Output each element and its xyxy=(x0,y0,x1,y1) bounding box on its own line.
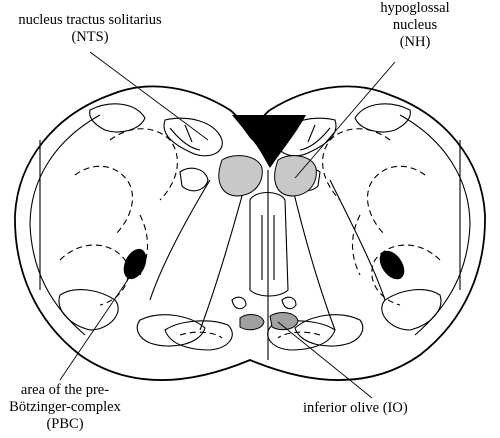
dashed-tract-left-1 xyxy=(109,128,178,201)
dashed-tract-right-2 xyxy=(367,165,426,236)
leader-nh xyxy=(294,61,396,179)
compartment-left-b xyxy=(179,167,209,192)
olive-small-left xyxy=(231,296,247,310)
label-pbc: area of the pre- Bötzinger-complex (PBC) xyxy=(0,382,130,433)
median-structure xyxy=(249,191,289,297)
label-nh: hypoglossal nucleus (NH) xyxy=(365,0,465,51)
label-pbc-line3: (PBC) xyxy=(46,416,84,432)
dashed-tract-left-4 xyxy=(139,214,148,276)
nts-outline-right xyxy=(299,124,331,151)
fourth-ventricle-floor xyxy=(232,115,306,168)
dorsal-lobe-right xyxy=(277,117,337,157)
label-pbc-line1: area of the pre- xyxy=(20,382,110,398)
compartment-right-c xyxy=(381,289,442,331)
dashed-tract-right-1 xyxy=(322,128,391,201)
compartment-left-a xyxy=(89,103,146,133)
inferior-olive-right xyxy=(269,312,299,331)
compartment-right-a xyxy=(354,103,411,133)
label-pbc-line2: Bötzinger-complex xyxy=(9,399,121,415)
leader-pbc xyxy=(59,271,134,381)
dashed-tract-left-2 xyxy=(74,165,133,236)
olive-outline-right xyxy=(267,320,336,351)
leader-nts xyxy=(89,51,209,141)
compartment-right-d xyxy=(294,314,364,347)
olive-outline-left xyxy=(164,320,233,351)
inner-rim-right xyxy=(399,114,471,336)
hypoglossal-nucleus-left xyxy=(218,155,263,197)
pbc-right xyxy=(379,250,405,280)
medulla-outline xyxy=(14,85,486,381)
olive-small-right xyxy=(281,296,297,310)
nts-outline-left xyxy=(169,124,201,151)
label-nh-line2: nucleus xyxy=(392,17,438,33)
label-nh-line3: (NH) xyxy=(399,34,431,50)
olive-folds xyxy=(179,331,321,339)
label-nh-line1: hypoglossal xyxy=(380,0,450,16)
dorsal-lobe-left xyxy=(163,117,223,157)
dashed-tract-right-4 xyxy=(352,214,361,276)
inferior-olive-left xyxy=(239,314,265,331)
dashed-tract-left-3 xyxy=(59,244,129,306)
label-nts-line1: nucleus tractus solitarius xyxy=(18,12,162,28)
ventral-right xyxy=(291,179,386,331)
hypoglossal-nucleus-right xyxy=(274,155,317,197)
label-io-text: inferior olive (IO) xyxy=(303,400,408,416)
leader-io xyxy=(277,321,373,399)
compartment-left-c xyxy=(58,289,119,331)
label-io: inferior olive (IO) xyxy=(303,400,408,417)
pbc-left xyxy=(123,248,147,280)
inner-rim xyxy=(29,114,101,336)
label-nts: nucleus tractus solitarius (NTS) xyxy=(0,12,180,46)
median-inner xyxy=(261,215,275,280)
dashed-tract-right-3 xyxy=(371,244,441,306)
ventral-left xyxy=(149,179,246,331)
compartment-left-d xyxy=(136,314,206,347)
label-nts-line2: (NTS) xyxy=(71,29,109,45)
